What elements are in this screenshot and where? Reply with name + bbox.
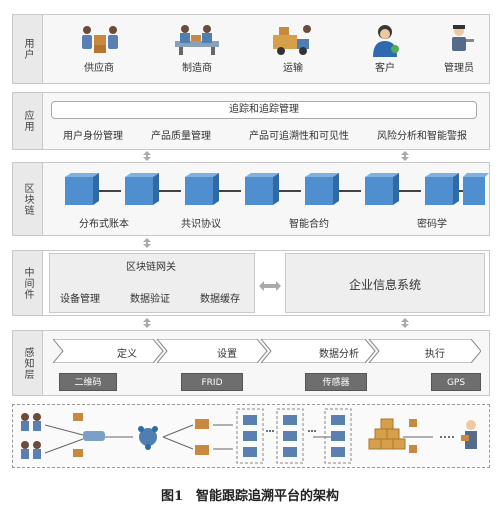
app-item: 风险分析和智能警报 (377, 131, 467, 142)
blockchain-layer-label: 区块链 (22, 182, 33, 216)
block-cube-icon (65, 173, 99, 205)
actor-customer: 客户 (351, 23, 419, 74)
app-item: 产品质量管理 (151, 131, 211, 142)
manufacturer-icon (175, 25, 219, 55)
blockchain-label: 共识协议 (181, 219, 221, 230)
bidirectional-arrow-icon (259, 281, 281, 291)
actor-label: 运输 (283, 63, 303, 74)
middleware-layer-label: 中间件 (22, 266, 33, 300)
actor-manufacturer: 制造商 (163, 23, 231, 74)
double-arrow-icon (401, 151, 409, 161)
process-step: 设置 (217, 349, 237, 360)
process-chevrons (53, 339, 481, 363)
double-arrow-icon (401, 318, 409, 328)
transport-icon (273, 25, 311, 55)
admin-icon (452, 25, 474, 51)
app-item: 用户身份管理 (63, 131, 123, 142)
sensor-tag: GPS (431, 373, 481, 391)
gateway-item: 数据验证 (130, 294, 170, 305)
blockchain-chain (65, 173, 489, 205)
app-item: 产品可追溯性和可见性 (249, 131, 349, 142)
perception-layer-label: 感知层 (22, 346, 33, 380)
actor-label: 客户 (375, 63, 395, 74)
process-step: 数据分析 (319, 349, 359, 360)
enterprise-box: 企业信息系统 (285, 253, 485, 313)
actor-admin: 管理员 (425, 23, 493, 74)
actor-transport: 运输 (259, 23, 327, 74)
handshake-icon (83, 431, 105, 441)
enterprise-title: 企业信息系统 (348, 278, 421, 292)
user-layer-tab: 用户 (13, 15, 43, 83)
warehouse-boxes-icon (368, 418, 406, 450)
double-arrow-icon (143, 318, 151, 328)
actor-supplier: 供应商 (65, 23, 133, 74)
worker-icon (21, 413, 41, 459)
app-header-bar: 追踪和追踪管理 (51, 101, 477, 119)
perception-layer-tab: 感知层 (13, 331, 43, 395)
gateway-box: 区块链网关 设备管理 数据验证 数据缓存 (49, 253, 255, 313)
blockchain-label: 分布式账本 (79, 219, 129, 230)
double-arrow-icon (143, 151, 151, 161)
delivery-person-icon (461, 420, 477, 449)
process-step: 执行 (425, 349, 445, 360)
supply-chain-flow (12, 404, 490, 468)
actor-label: 供应商 (84, 63, 114, 74)
blockchain-layer: 区块链 分布式账本 共识协议 智能合约 密码学 (12, 162, 490, 236)
blockchain-label: 智能合约 (289, 219, 329, 230)
process-step: 定义 (117, 349, 137, 360)
blockchain-layer-tab: 区块链 (13, 163, 43, 235)
sensor-tag: 传感器 (305, 373, 367, 391)
gateway-title: 区块链网关 (126, 262, 176, 273)
actor-label: 制造商 (182, 63, 212, 74)
application-layer-label: 应用 (22, 110, 33, 132)
blockchain-label: 密码学 (417, 219, 447, 230)
middleware-layer-tab: 中间件 (13, 251, 43, 315)
perception-layer: 感知层 定义 设置 数据分析 执行 二维码 FRID 传感器 GPS (12, 330, 490, 396)
gateway-item: 设备管理 (60, 294, 100, 305)
supplier-icon (82, 26, 118, 53)
gateway-item: 数据缓存 (200, 294, 240, 305)
double-arrow-icon (143, 238, 151, 248)
sensor-tag: FRID (181, 373, 243, 391)
actor-label: 管理员 (444, 63, 474, 74)
middleware-layer: 中间件 区块链网关 设备管理 数据验证 数据缓存 企业信息系统 (12, 250, 490, 316)
figure-caption: 图1 智能跟踪追溯平台的架构 (160, 489, 340, 504)
distribution-hub-icon (138, 426, 158, 450)
application-layer-tab: 应用 (13, 93, 43, 149)
customer-icon (373, 25, 399, 57)
sensor-tag: 二维码 (59, 373, 117, 391)
user-layer: 用户 供应商 制造商 运输 (12, 14, 490, 84)
application-layer: 应用 追踪和追踪管理 用户身份管理 产品质量管理 产品可追溯性和可见性 风险分析… (12, 92, 490, 150)
user-layer-label: 用户 (22, 38, 33, 60)
supply-chain-illustration (21, 408, 477, 464)
